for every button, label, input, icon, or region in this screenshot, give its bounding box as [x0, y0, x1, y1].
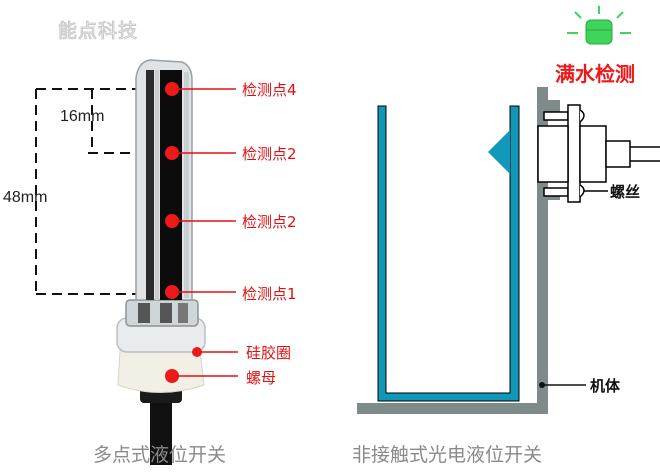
photoelectric-sensor [537, 104, 660, 203]
label-detection-point-1: 检测点1 [242, 285, 297, 303]
label-detection-point-2a: 检测点2 [242, 145, 297, 163]
dimension-48mm: 48mm [3, 189, 48, 206]
leader-lines [176, 88, 238, 377]
right-caption: 非接触式光电液位开关 [352, 444, 543, 466]
label-silicone-ring: 硅胶圈 [246, 344, 292, 362]
label-detection-point-4: 检测点4 [242, 81, 297, 99]
label-screw: 螺丝 [610, 183, 641, 201]
nut [117, 349, 205, 393]
watermark: 能点科技 [57, 20, 139, 43]
label-detection-point-2b: 检测点2 [242, 213, 297, 231]
detection-points [165, 82, 202, 383]
cable [150, 385, 172, 465]
tank [377, 105, 520, 402]
label-machine-body: 机体 [590, 377, 621, 395]
label-nut: 螺母 [246, 369, 277, 387]
full-water-detection-title: 满水检测 [555, 62, 635, 86]
left-caption: 多点式液位开关 [93, 444, 227, 466]
green-light-icon [567, 6, 631, 45]
dimension-16mm: 16mm [60, 108, 105, 125]
machine-body-wall [357, 87, 560, 414]
